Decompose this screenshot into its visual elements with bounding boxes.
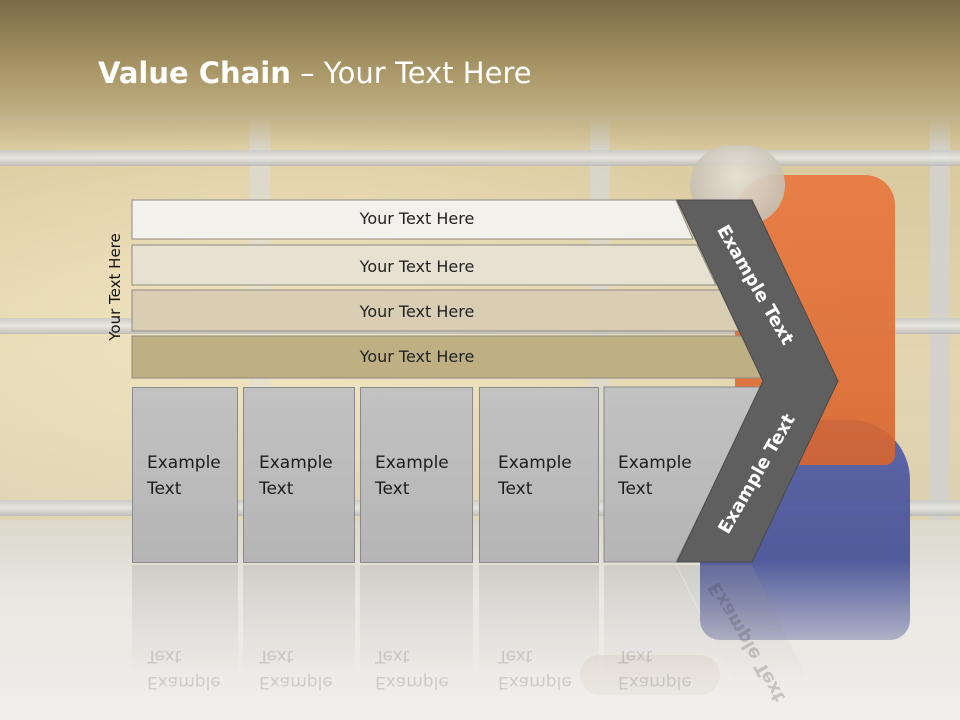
cell-text-line: Text bbox=[498, 479, 533, 499]
activity-cell-4 bbox=[479, 387, 599, 563]
cell-text-line: Example bbox=[259, 453, 333, 473]
activity-cell-3 bbox=[360, 387, 473, 563]
row-label-2: Your Text Here bbox=[359, 257, 475, 276]
cell-text-line: Example bbox=[618, 672, 692, 692]
cell-reflection bbox=[479, 565, 599, 675]
cell-text-line: Example bbox=[147, 453, 221, 473]
cell-text-line: Example bbox=[498, 453, 572, 473]
row-label-1: Your Text Here bbox=[359, 209, 475, 228]
activity-cell-2 bbox=[243, 387, 355, 563]
reflection-group bbox=[132, 565, 808, 680]
cell-text-reflection: Example Text bbox=[618, 643, 692, 695]
cell-reflection bbox=[360, 565, 473, 675]
activity-cell-1 bbox=[132, 387, 238, 563]
row-bar-1 bbox=[131, 199, 694, 240]
cell-text-line: Text bbox=[498, 646, 533, 666]
chevron-arrow bbox=[676, 199, 839, 563]
cell-text-line: Example bbox=[259, 672, 333, 692]
cell-text-line: Example bbox=[147, 672, 221, 692]
cell-text-reflection: Example Text bbox=[498, 643, 572, 695]
slide-title: Value Chain – Your Text Here bbox=[98, 56, 532, 90]
slide-title-bold: Value Chain bbox=[98, 56, 291, 90]
cell-text-line: Text bbox=[375, 646, 410, 666]
cell-text-line: Example bbox=[375, 453, 449, 473]
cell-reflection bbox=[604, 565, 730, 675]
cell-reflection bbox=[132, 565, 238, 675]
activity-cell-5 bbox=[603, 386, 763, 563]
row-label-3: Your Text Here bbox=[359, 302, 475, 321]
cell-text-line: Example bbox=[498, 672, 572, 692]
cell-text-line: Text bbox=[147, 646, 182, 666]
cell-text-line: Example bbox=[618, 453, 692, 473]
cell-text-line: Example bbox=[375, 672, 449, 692]
cell-text-line: Text bbox=[618, 479, 653, 499]
header-band bbox=[0, 0, 960, 150]
cell-text-reflection: Example Text bbox=[147, 643, 221, 695]
cell-text-line: Text bbox=[147, 479, 182, 499]
chevron-reflection bbox=[677, 565, 808, 680]
cell-text-line: Text bbox=[259, 646, 294, 666]
row-label-4: Your Text Here bbox=[359, 347, 475, 366]
slide-title-rest: – Your Text Here bbox=[290, 56, 532, 90]
cell-reflection bbox=[243, 565, 355, 675]
cell-text-line: Text bbox=[375, 479, 410, 499]
cell-text-reflection: Example Text bbox=[375, 643, 449, 695]
cell-text-line: Text bbox=[259, 479, 294, 499]
cell-text-reflection: Example Text bbox=[259, 643, 333, 695]
cell-text-line: Text bbox=[618, 646, 653, 666]
row-bar-2 bbox=[131, 244, 717, 286]
